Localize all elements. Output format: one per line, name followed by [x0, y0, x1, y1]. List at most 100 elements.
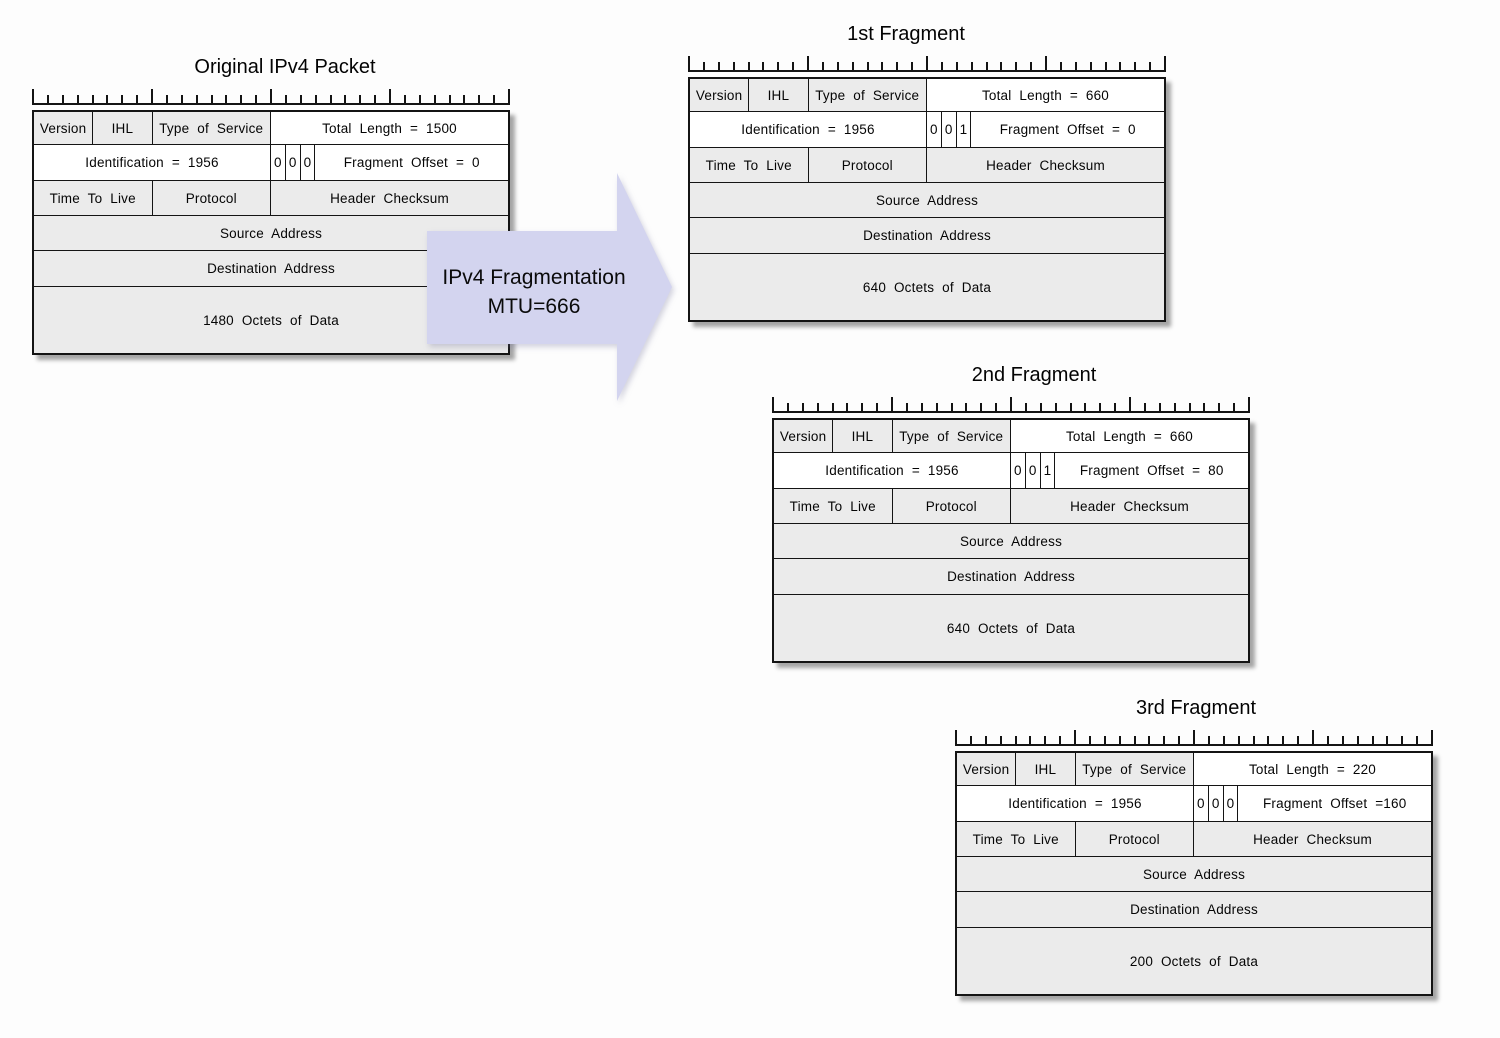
- field-type-of-service: Type of Service: [1075, 753, 1194, 785]
- field-protocol: Protocol: [892, 489, 1011, 523]
- bit-tick: [920, 403, 923, 411]
- byte-tick: [508, 89, 510, 103]
- byte-tick: [1164, 56, 1166, 70]
- byte-tick: [32, 89, 34, 103]
- bit-tick: [1133, 736, 1136, 744]
- field-protocol: Protocol: [152, 181, 271, 215]
- field-time-to-live-label: Time To Live: [705, 157, 792, 173]
- bit-tick: [1386, 736, 1389, 744]
- field-data-payload: 200 Octets of Data: [957, 928, 1431, 994]
- bit-tick: [1178, 736, 1181, 744]
- byte-tick: [1010, 397, 1012, 411]
- field-fragment-offset: Fragment Offset = 80: [1055, 453, 1248, 488]
- field-destination-address-label: Destination Address: [863, 228, 991, 243]
- bit-tick: [792, 62, 795, 70]
- bit-tick: [121, 95, 124, 103]
- field-version: Version: [34, 112, 94, 144]
- field-total-length-label: Total Length = 220: [1248, 761, 1377, 777]
- bit-tick: [1039, 403, 1042, 411]
- flag-more-fragments-bit-label: 1: [959, 122, 968, 137]
- field-ihl-label: IHL: [111, 120, 134, 136]
- byte-tick: [389, 89, 391, 103]
- field-source-address-label: Source Address: [219, 225, 323, 241]
- field-fragment-offset-label: Fragment Offset = 80: [1079, 463, 1224, 478]
- bit-ruler: [32, 89, 510, 105]
- field-destination-address-label: Destination Address: [1130, 902, 1258, 917]
- flag-dont-fragment-bit-label: 0: [1211, 796, 1220, 811]
- packet-fragment-1-title: 1st Fragment: [847, 23, 965, 45]
- field-protocol-label: Protocol: [925, 498, 977, 514]
- bit-tick: [165, 95, 168, 103]
- packet-row: Source Address: [774, 524, 1248, 559]
- bit-tick: [225, 95, 228, 103]
- bit-tick: [1218, 403, 1221, 411]
- bit-tick: [329, 95, 332, 103]
- field-time-to-live: Time To Live: [690, 148, 809, 182]
- bit-tick: [1059, 736, 1062, 744]
- bit-tick: [1118, 736, 1121, 744]
- flag-more-fragments-bit: 1: [956, 112, 972, 147]
- bit-tick: [1044, 736, 1047, 744]
- packet-original-title: Original IPv4 Packet: [194, 56, 376, 78]
- bit-tick: [861, 403, 864, 411]
- byte-tick: [1129, 397, 1131, 411]
- flag-more-fragments-bit-label: 1: [1043, 463, 1052, 478]
- byte-tick: [1248, 397, 1250, 411]
- field-identification-label: Identification = 1956: [825, 463, 959, 478]
- bit-tick: [940, 62, 943, 70]
- byte-tick: [807, 56, 809, 70]
- field-destination-address: Destination Address: [957, 892, 1431, 927]
- field-version-label: Version: [962, 761, 1010, 777]
- field-protocol-label: Protocol: [185, 190, 237, 206]
- bit-tick: [896, 62, 899, 70]
- bit-tick: [1069, 403, 1072, 411]
- bit-tick: [1158, 403, 1161, 411]
- byte-tick: [151, 89, 153, 103]
- bit-tick: [1173, 403, 1176, 411]
- bit-tick: [1207, 736, 1210, 744]
- bit-tick: [46, 95, 49, 103]
- bit-ruler: [772, 397, 1250, 413]
- field-time-to-live: Time To Live: [774, 489, 893, 523]
- field-identification-label: Identification = 1956: [85, 155, 219, 170]
- field-ihl-label: IHL: [767, 87, 790, 103]
- field-ihl-label: IHL: [851, 428, 874, 444]
- packet-row: Destination Address: [957, 892, 1431, 928]
- field-fragment-offset-label: Fragment Offset = 0: [343, 155, 480, 170]
- field-destination-address: Destination Address: [690, 218, 1164, 253]
- bit-tick: [1054, 403, 1057, 411]
- field-identification: Identification = 1956: [690, 112, 927, 147]
- packet-fragment-3-title: 3rd Fragment: [1135, 697, 1257, 719]
- bit-tick: [732, 62, 735, 70]
- bit-tick: [299, 95, 302, 103]
- field-time-to-live-label: Time To Live: [972, 831, 1059, 847]
- field-source-address: Source Address: [690, 183, 1164, 217]
- bit-tick: [1401, 736, 1404, 744]
- flag-reserved-bit-label: 0: [274, 155, 282, 170]
- flag-dont-fragment-bit-label: 0: [288, 155, 297, 170]
- bit-tick: [61, 95, 64, 103]
- bit-ruler: [688, 56, 1166, 72]
- field-destination-address-label: Destination Address: [947, 569, 1075, 584]
- bit-tick: [1088, 736, 1091, 744]
- bit-tick: [106, 95, 109, 103]
- bit-tick: [786, 403, 789, 411]
- byte-tick: [688, 56, 690, 70]
- field-fragment-offset: Fragment Offset =160: [1238, 786, 1431, 821]
- field-fragment-offset: Fragment Offset = 0: [315, 145, 508, 180]
- bit-tick: [985, 62, 988, 70]
- bit-tick: [1188, 403, 1191, 411]
- bit-tick: [762, 62, 765, 70]
- byte-tick: [270, 89, 272, 103]
- field-type-of-service-label: Type of Service: [159, 120, 264, 136]
- byte-tick: [1431, 730, 1433, 744]
